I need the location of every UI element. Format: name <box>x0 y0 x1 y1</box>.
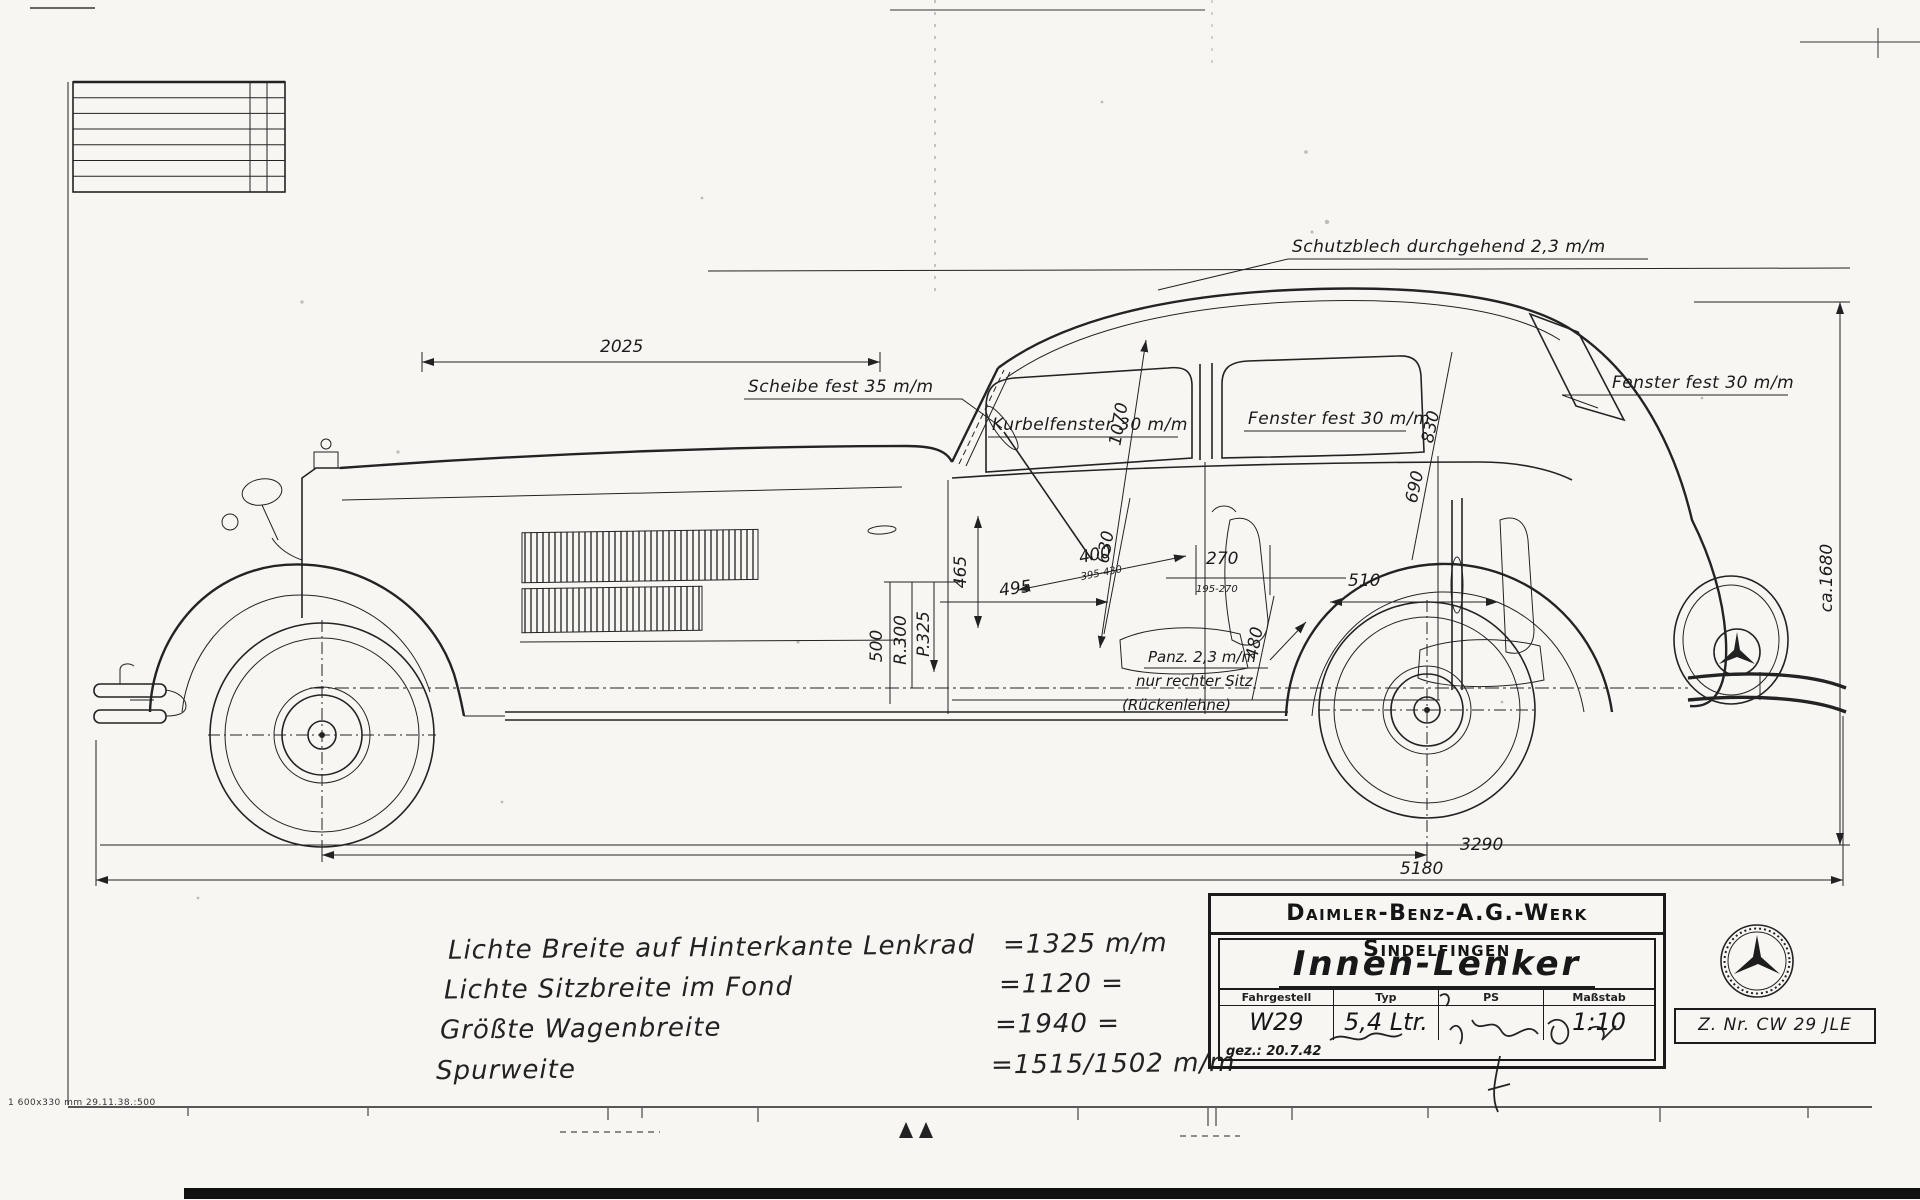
drawing-title: Innen-Lenker <box>1278 944 1596 988</box>
spec-label: Lichte Sitzbreite im Fond <box>443 971 794 1006</box>
door-handle <box>867 525 897 535</box>
front-bumper <box>93 663 187 724</box>
door-gaps <box>947 456 1439 714</box>
armored-backrest-panel <box>1451 498 1463 690</box>
annotation-scheibe: Scheibe fest 35 m/m <box>748 377 934 397</box>
spare-wheel-cover <box>1673 575 1789 705</box>
dim-p325: P.325 <box>914 611 934 657</box>
ruler-triangle-icon <box>919 1122 933 1138</box>
ruler-triangle-icon <box>899 1122 913 1138</box>
dim-480: 480 <box>1242 625 1267 660</box>
front-seat-top <box>1211 505 1237 513</box>
steering-wheel <box>985 405 1019 451</box>
sheet-border <box>67 82 1872 1108</box>
value-ps <box>1439 1006 1545 1040</box>
front-seat-back <box>1224 517 1269 646</box>
rear-seat-back <box>1499 517 1535 654</box>
b-pillar <box>1199 363 1213 460</box>
spec-value: =1325 m/m <box>1002 928 1168 960</box>
drawing-number-box: Z. Nr. CW 29 JLE <box>1674 1008 1876 1044</box>
title-block-inner: Innen-Lenker Fahrgestell Typ PS Maßstab … <box>1218 938 1656 1061</box>
rear-fender <box>1284 562 1614 717</box>
revision-table <box>72 80 286 193</box>
dim-270: 270 <box>1206 549 1238 569</box>
spec-label: Spurweite <box>435 1054 577 1087</box>
dim-690: 690 <box>1402 469 1428 505</box>
dim-270-range: 195-270 <box>1196 584 1238 595</box>
spec-label: Größte Wagenbreite <box>439 1012 722 1046</box>
header-fahrgestell: Fahrgestell <box>1220 990 1334 1005</box>
scan-bottom-bar <box>184 1188 1920 1199</box>
dim-500: 500 <box>867 630 887 662</box>
hood-bottom <box>519 639 907 643</box>
annotation-fenster-mitte: Fenster fest 30 m/m <box>1248 409 1430 429</box>
interior <box>952 405 1545 701</box>
annotation-panz-line3: (Rückenlehne) <box>1122 696 1231 714</box>
rear-side-window <box>1221 355 1425 459</box>
mercedes-star-icon <box>1734 935 1780 974</box>
annotation-panz-line2: nur rechter Sitz <box>1136 672 1254 690</box>
dim-1680: ca.1680 <box>1817 544 1837 612</box>
drawn-date: gez.: 20.7.42 <box>1226 1044 1322 1059</box>
front-wheel <box>208 620 436 850</box>
header-massstab: Maßstab <box>1572 991 1626 1004</box>
dim-r300: R.300 <box>891 615 911 665</box>
hood-louvers <box>521 528 759 634</box>
bottom-ruler <box>184 1108 1920 1199</box>
hood-top <box>339 444 954 470</box>
rear-bumper <box>1687 672 1847 714</box>
dimension-lines: 2025 1070 630 465 495 400 395-430 270 19… <box>95 301 1850 886</box>
handwritten-marks <box>1329 993 1617 1113</box>
front-fender <box>148 563 466 717</box>
value-typ: 5,4 Ltr. <box>1334 1006 1439 1040</box>
spec-value: =1120 = <box>998 968 1125 1000</box>
annotation-kurbelfenster: Kurbelfenster 30 m/m <box>992 415 1188 435</box>
roof-inner-line <box>1005 300 1561 379</box>
hood-crease <box>341 486 903 501</box>
dim-510: 510 <box>1348 571 1380 591</box>
scan-artifacts <box>30 0 1920 954</box>
rear-wheel <box>1318 600 1536 848</box>
company-name: Daimler-Benz-A.G.-Werk Sindelfingen <box>1211 896 1663 962</box>
spec-label: Lichte Breite auf Hinterkante Lenkrad <box>447 930 976 966</box>
header-ps: PS <box>1439 990 1545 1005</box>
running-board <box>505 711 1288 721</box>
value-massstab: 1:10 <box>1572 1008 1627 1036</box>
header-typ: Typ <box>1334 990 1439 1005</box>
dim-5180: 5180 <box>1400 859 1443 879</box>
rear-fender-inner <box>1311 591 1585 717</box>
dim-465: 465 <box>951 556 971 588</box>
mercedes-star-hubcap-icon <box>1719 632 1755 664</box>
mercedes-logo <box>1720 924 1794 998</box>
dim-3290: 3290 <box>1460 835 1503 855</box>
car-drawing <box>93 287 1847 850</box>
annotation-panz-line1: Panz. 2,3 m/m <box>1148 648 1256 666</box>
print-note: 1 600x330 mm 29.11.38.:500 <box>8 1098 156 1108</box>
front-fender-inner <box>181 594 431 713</box>
rear-window <box>1528 312 1626 422</box>
annotation-schutzblech: Schutzblech durchgehend 2,3 m/m <box>1292 237 1606 257</box>
title-block-headers: Fahrgestell Typ PS Maßstab <box>1220 988 1654 1006</box>
dim-1070: 1070 <box>1105 401 1132 447</box>
windshield <box>950 367 1011 467</box>
value-fahrgestell: W29 <box>1220 1006 1334 1040</box>
spec-value: =1515/1502 m/m <box>990 1047 1236 1081</box>
radiator-front <box>221 438 340 618</box>
dim-2025: 2025 <box>600 337 643 357</box>
dim-400-range: 395-430 <box>1080 564 1123 583</box>
front-door-window <box>985 366 1193 473</box>
beltline <box>951 461 1573 481</box>
annotation-fenster-heck: Fenster fest 30 m/m <box>1612 373 1794 393</box>
rear-seat-cushion <box>1417 639 1545 688</box>
title-block-values: W29 5,4 Ltr. 1:10 <box>1220 1006 1654 1040</box>
title-block: Daimler-Benz-A.G.-Werk Sindelfingen Inne… <box>1208 893 1666 1069</box>
dim-495: 495 <box>998 577 1033 601</box>
spec-value: =1940 = <box>994 1008 1121 1040</box>
